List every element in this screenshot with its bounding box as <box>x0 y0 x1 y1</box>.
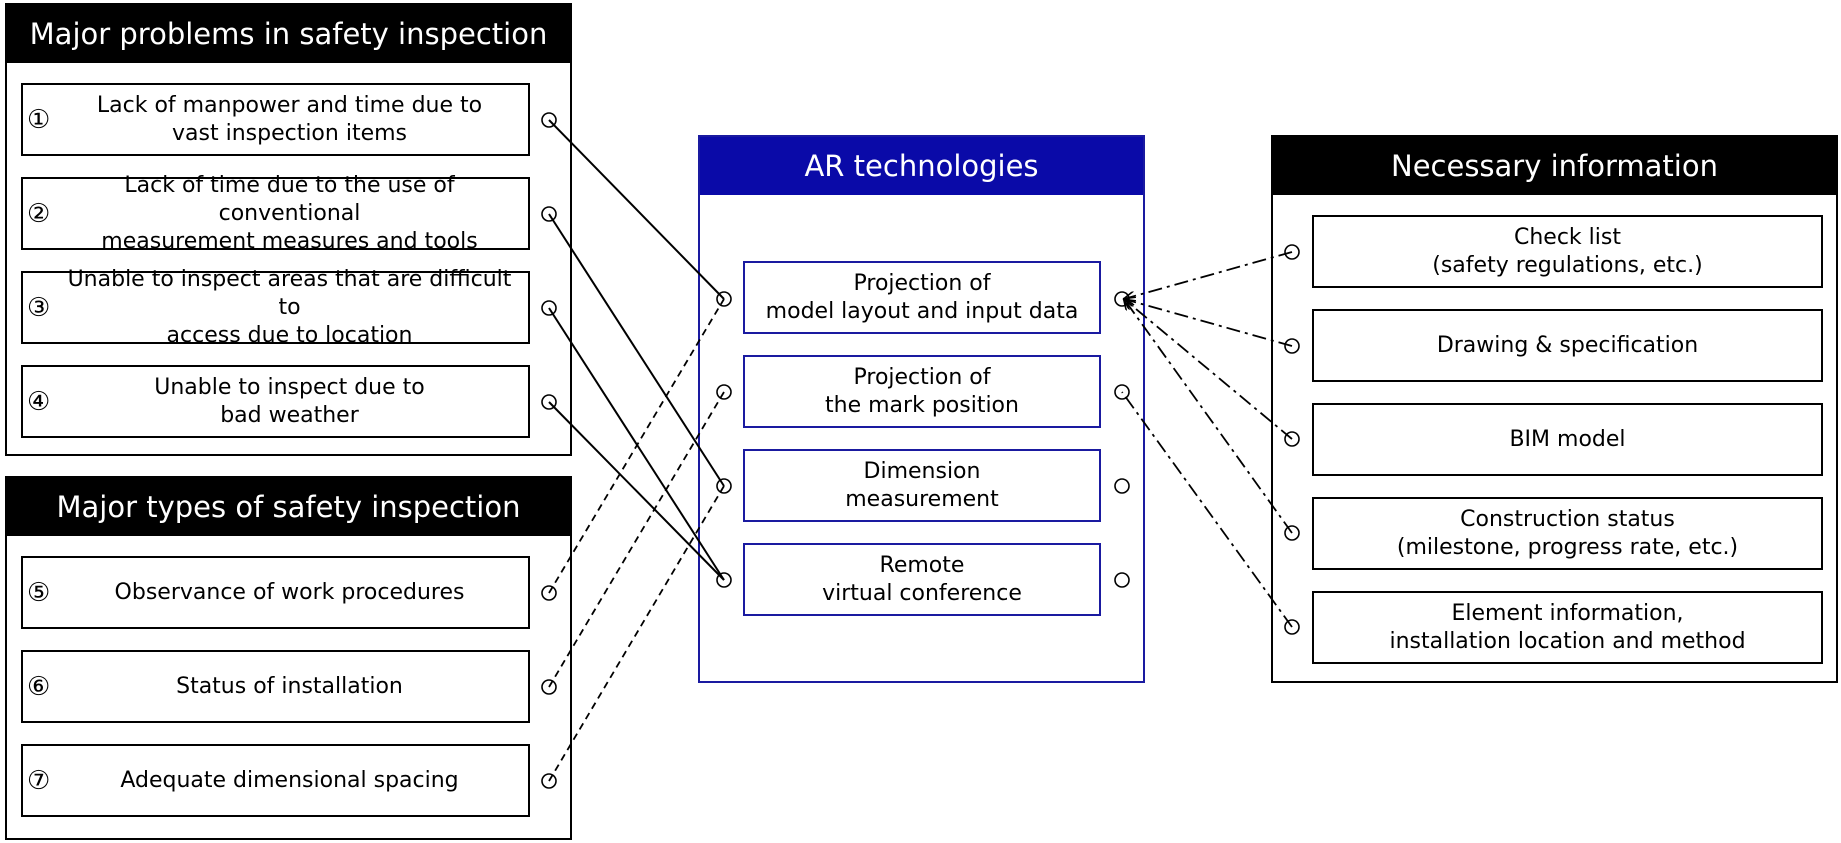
connector-dot <box>716 384 732 400</box>
link-problem2-dimension <box>548 213 725 487</box>
problem-text: Lack of manpower and time due to vast in… <box>96 92 483 146</box>
problem-text: Unable to inspect areas that are difficu… <box>67 266 512 348</box>
info-text: BIM model <box>1509 426 1626 452</box>
link-problem4-remote <box>548 401 725 581</box>
ar-text: Projection of model layout and input dat… <box>765 270 1079 324</box>
ar-item-dimension: Dimension measurement <box>743 449 1101 522</box>
ar-title: AR technologies <box>700 137 1143 195</box>
type-item-6: ⑥ Status of installation <box>21 650 530 723</box>
type-text: Status of installation <box>176 673 403 699</box>
info-text: Element information, installation locati… <box>1389 600 1746 654</box>
type-number: ⑦ <box>27 765 51 796</box>
link-bim-projection <box>1124 299 1293 440</box>
problem-number: ④ <box>27 386 51 417</box>
problem-text: Unable to inspect due to bad weather <box>154 374 425 428</box>
ar-item-projection-layout: Projection of model layout and input dat… <box>743 261 1101 334</box>
connector-dot <box>1114 572 1130 588</box>
types-title: Major types of safety inspection <box>7 478 570 536</box>
ar-text: Dimension measurement <box>845 458 999 512</box>
info-title: Necessary information <box>1273 137 1836 195</box>
link-element-mark <box>1121 391 1293 628</box>
info-item-drawing: Drawing & specification <box>1312 309 1823 382</box>
ar-text: Projection of the mark position <box>825 364 1019 418</box>
link-drawing-projection <box>1124 299 1293 347</box>
info-item-checklist: Check list (safety regulations, etc.) <box>1312 215 1823 288</box>
problem-item-1: ① Lack of manpower and time due to vast … <box>21 83 530 156</box>
info-item-bim: BIM model <box>1312 403 1823 476</box>
type-item-5: ⑤ Observance of work procedures <box>21 556 530 629</box>
type-number: ⑤ <box>27 577 51 608</box>
type-item-7: ⑦ Adequate dimensional spacing <box>21 744 530 817</box>
problem-item-4: ④ Unable to inspect due to bad weather <box>21 365 530 438</box>
link-checklist-projection <box>1124 251 1293 299</box>
problem-number: ① <box>27 104 51 135</box>
type-text: Adequate dimensional spacing <box>120 767 459 793</box>
problem-text: Lack of time due to the use of conventio… <box>101 172 478 254</box>
problem-item-2: ② Lack of time due to the use of convent… <box>21 173 530 254</box>
type-number: ⑥ <box>27 671 51 702</box>
ar-text: Remote virtual conference <box>822 552 1022 606</box>
info-text: Construction status (milestone, progress… <box>1396 506 1739 560</box>
info-item-construction-status: Construction status (milestone, progress… <box>1312 497 1823 570</box>
link-type5-projection <box>548 298 725 594</box>
problems-title: Major problems in safety inspection <box>7 5 570 63</box>
connector-dot <box>1114 478 1130 494</box>
ar-item-remote-conference: Remote virtual conference <box>743 543 1101 616</box>
type-text: Observance of work procedures <box>114 579 465 605</box>
ar-item-projection-mark: Projection of the mark position <box>743 355 1101 428</box>
link-problem1-projection <box>548 119 725 300</box>
link-type6-mark <box>548 391 725 688</box>
problem-item-3: ③ Unable to inspect areas that are diffi… <box>21 267 530 348</box>
info-text: Drawing & specification <box>1436 332 1699 358</box>
link-problem3-remote <box>548 307 725 581</box>
info-item-element: Element information, installation locati… <box>1312 591 1823 664</box>
link-construction-projection <box>1124 299 1293 534</box>
info-text: Check list (safety regulations, etc.) <box>1432 224 1703 278</box>
link-type7-dimension <box>548 485 725 782</box>
problem-number: ② <box>27 198 51 229</box>
problem-number: ③ <box>27 292 51 323</box>
